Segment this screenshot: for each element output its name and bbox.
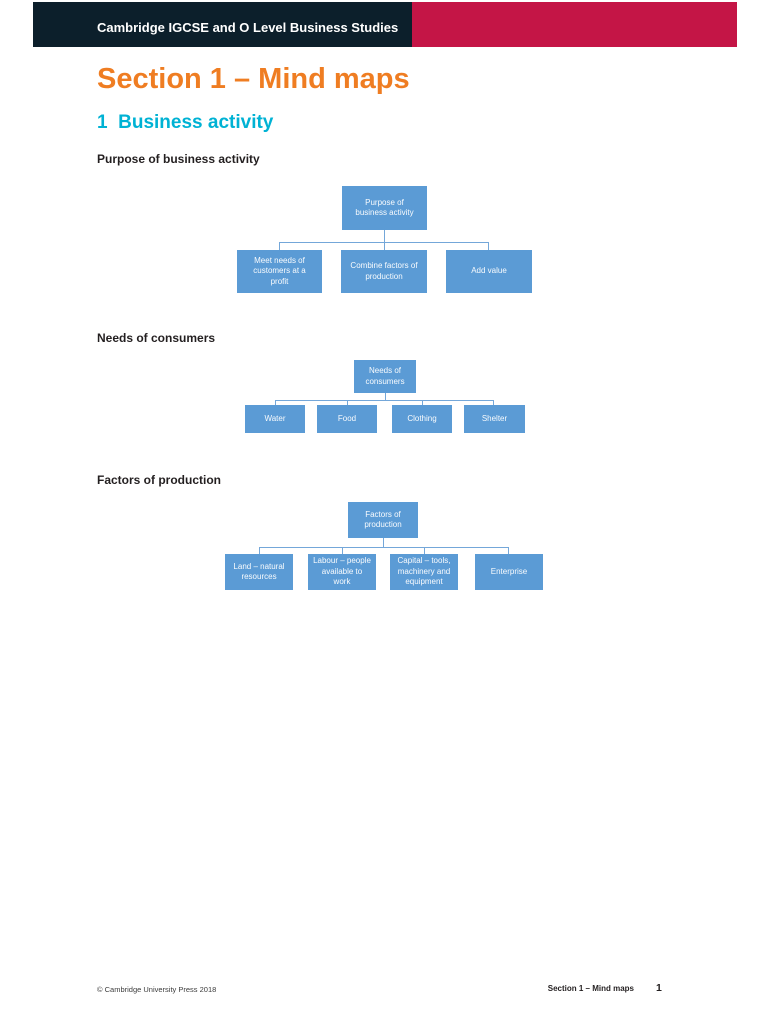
footer-page-number: 1 — [656, 982, 662, 994]
node-label-line: Clothing — [407, 413, 437, 423]
connector-line — [275, 400, 276, 405]
node-label-line: equipment — [405, 577, 443, 587]
header-red-panel — [412, 2, 737, 47]
node-label-line: Factors of — [365, 509, 401, 519]
node-label-line: Water — [264, 413, 286, 423]
section-heading: 1 Business activity — [97, 112, 274, 133]
node-label-line: Shelter — [481, 413, 508, 423]
node-label-line: production — [364, 520, 402, 529]
node-label-line: Meet needs of — [254, 255, 305, 265]
node-label-line: available to — [321, 566, 363, 576]
connector-line — [493, 400, 494, 405]
header-dark-panel: Cambridge IGCSE and O Level Business Stu… — [33, 2, 412, 47]
header-bar: Cambridge IGCSE and O Level Business Stu… — [33, 2, 737, 47]
mindmap-3-child-node: Labour – people available to work — [308, 554, 376, 590]
node-label-line: Labour – people — [313, 556, 371, 566]
header-title: Cambridge IGCSE and O Level Business Stu… — [97, 20, 399, 35]
connector-line — [342, 547, 343, 554]
mindmap-1-root-node: Purpose of business activity — [342, 186, 427, 230]
node-label-line: business activity — [355, 208, 414, 217]
connector-line — [275, 400, 494, 401]
connector-line — [488, 242, 489, 250]
mindmap-3-child-node: Enterprise — [475, 554, 543, 590]
connector-line — [422, 400, 423, 405]
node-label-line: Purpose of — [365, 197, 404, 207]
node-label-line: consumers — [365, 376, 405, 386]
mindmap-1-heading: Purpose of business activity — [97, 152, 260, 166]
connector-line — [424, 547, 425, 554]
footer-section-label: Section 1 – Mind maps — [547, 984, 634, 993]
mindmap-2-root-node: Needs of consumers — [354, 360, 416, 393]
page-title: Section 1 – Mind maps — [97, 63, 410, 95]
mindmap-2-heading: Needs of consumers — [97, 331, 216, 345]
connector-line — [508, 547, 509, 554]
node-label-line: machinery and — [397, 566, 451, 576]
node-label-line: Enterprise — [490, 566, 528, 576]
mindmap-1-child-node: Meet needs of customers at a profit — [237, 250, 322, 293]
connector-line — [259, 547, 509, 548]
node-label-line: Combine factors of — [350, 261, 418, 270]
node-label-line: production — [365, 271, 403, 281]
node-label-line: Capital – tools, — [397, 556, 451, 566]
mindmap-2-child-node: Clothing — [392, 405, 452, 433]
connector-line — [384, 230, 385, 242]
connector-line — [279, 242, 280, 250]
mindmap-3-heading: Factors of production — [97, 473, 221, 487]
node-label-line: Land – natural — [233, 561, 285, 571]
mindmap-3-child-node: Land – natural resources — [225, 554, 293, 590]
connector-line — [347, 400, 348, 405]
node-label-line: work — [333, 577, 351, 587]
mindmap-1-child-node: Combine factors of production — [341, 250, 427, 293]
mindmap-2-child-node: Water — [245, 405, 305, 433]
node-label-line: Needs of — [368, 366, 402, 375]
mindmap-2-child-node: Shelter — [464, 405, 525, 433]
mindmap-1-child-node: Add value — [446, 250, 532, 293]
node-label-line: Food — [337, 413, 357, 423]
mindmap-2-child-node: Food — [317, 405, 377, 433]
mindmap-3-root-node: Factors of production — [348, 502, 418, 538]
node-label-line: profit — [270, 276, 289, 286]
node-label-line: resources — [241, 572, 277, 581]
node-label-line: customers at a — [253, 266, 306, 276]
connector-line — [259, 547, 260, 554]
connector-line — [383, 538, 384, 547]
connector-line — [384, 242, 385, 250]
mindmap-3-child-node: Capital – tools, machinery and equipment — [390, 554, 458, 590]
footer-copyright: © Cambridge University Press 2018 — [97, 985, 217, 994]
connector-line — [385, 393, 386, 400]
node-label-line: Add value — [471, 266, 507, 276]
